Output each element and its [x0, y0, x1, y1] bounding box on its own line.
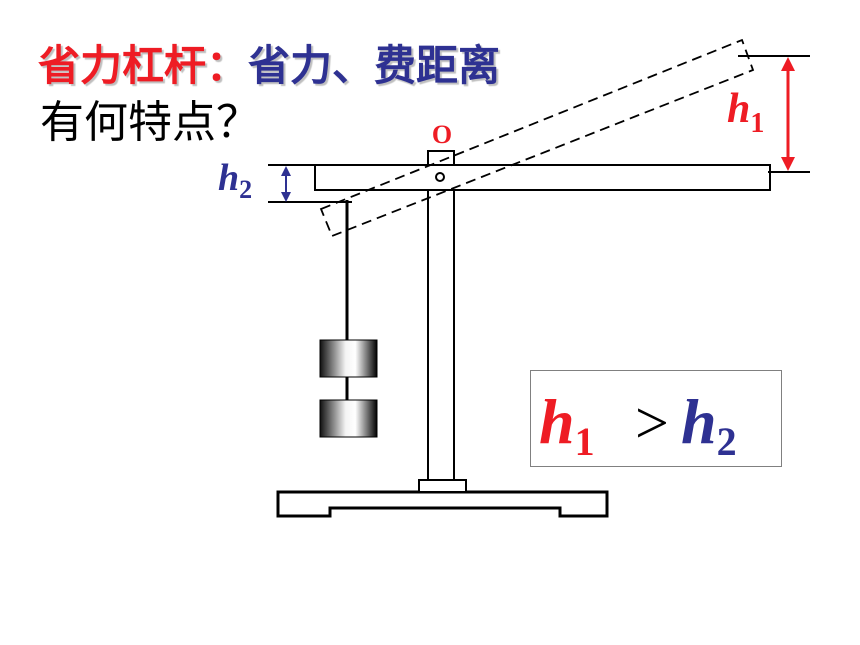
- slide-title: 省力杠杆：省力、费距离: [38, 38, 500, 94]
- weight-lower: [319, 399, 378, 438]
- formula-h2: h2: [681, 386, 737, 464]
- question-text: 有何特点？: [40, 97, 260, 148]
- weight-upper: [319, 339, 378, 378]
- lever-bar: [314, 164, 771, 191]
- h2-arrow-head-up: [281, 166, 291, 176]
- formula-box: h1 > h2: [530, 370, 782, 467]
- tilted-lever-dashed: [319, 38, 755, 238]
- pivot-point: [435, 172, 445, 182]
- title-characteristics: 省力、费距离: [248, 41, 501, 90]
- h1-label: h1: [727, 86, 764, 139]
- formula-h1: h1: [539, 386, 595, 464]
- title-lever-type: 省力杠杆：: [38, 41, 249, 90]
- h2-arrow-head-down: [281, 192, 291, 202]
- formula-operator: >: [635, 390, 669, 456]
- pivot-peg: [427, 150, 455, 166]
- stand-base: [276, 490, 609, 518]
- formula-svg: h1 > h2: [539, 386, 737, 464]
- h1-arrow-head-down: [781, 157, 795, 171]
- h2-label: h2: [218, 157, 252, 204]
- h1-arrow-head-up: [781, 57, 795, 71]
- stand-pole: [427, 189, 455, 481]
- stand-foot: [418, 479, 467, 493]
- pivot-label: O: [432, 120, 452, 149]
